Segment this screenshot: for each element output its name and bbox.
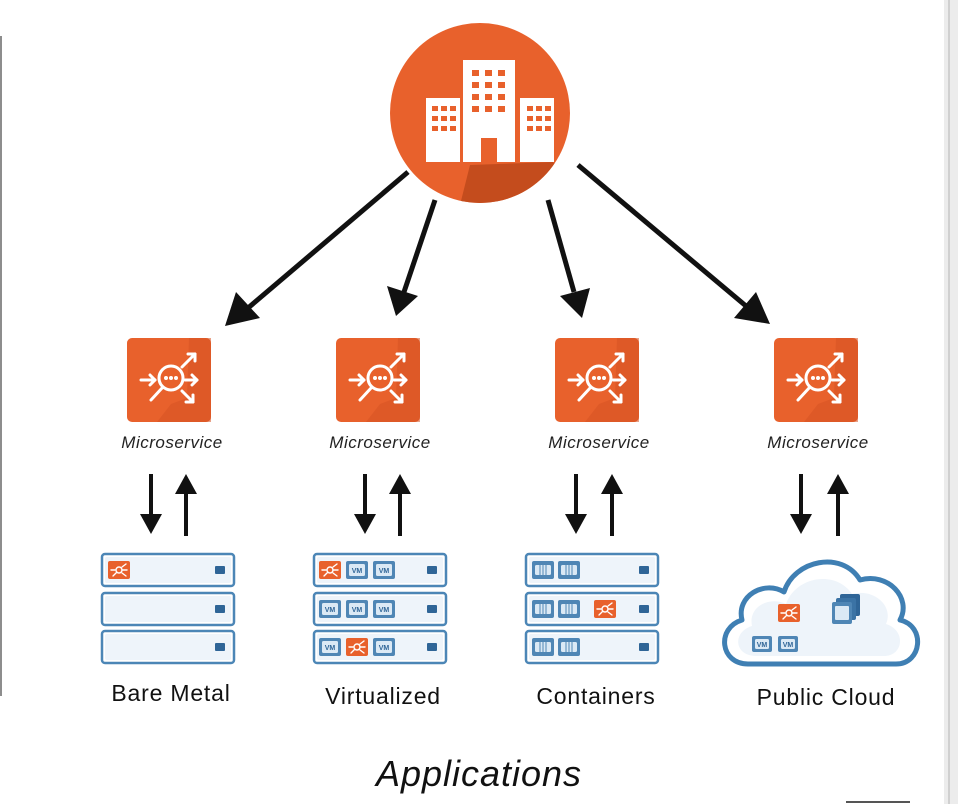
microservice-mini-icon xyxy=(593,599,617,619)
enterprise-buildings-icon xyxy=(390,23,570,203)
microservice-search-icon xyxy=(553,336,641,424)
vm-icon xyxy=(346,600,368,618)
arrow-down-icon xyxy=(354,474,376,534)
container-icon xyxy=(557,599,581,619)
bidirectional-arrows xyxy=(140,474,849,536)
frame-border-bottom xyxy=(846,801,910,803)
svg-text:VM: VM xyxy=(352,607,363,614)
arrow-up-icon xyxy=(389,474,411,536)
container-icon xyxy=(531,637,555,657)
svg-text:VM: VM xyxy=(379,645,390,652)
vm-icon xyxy=(373,638,395,656)
microservice-label: Microservice xyxy=(767,433,869,452)
vm-icon xyxy=(778,636,798,652)
connector-arrows xyxy=(225,163,770,326)
container-stack-icon xyxy=(832,594,860,624)
server-rack-icon xyxy=(100,591,236,627)
svg-text:VM: VM xyxy=(325,645,336,652)
microservice-label: Microservice xyxy=(121,433,223,452)
footer-title: Applications xyxy=(375,753,583,794)
svg-text:VM: VM xyxy=(325,607,336,614)
microservice-search-icon xyxy=(125,336,213,424)
frame-border-right-line xyxy=(948,0,950,804)
microservice-label: Microservice xyxy=(548,433,650,452)
arrow-up-icon xyxy=(601,474,623,536)
cloud-icon xyxy=(722,559,920,667)
svg-text:VM: VM xyxy=(757,642,768,649)
microservice-mini-icon xyxy=(777,603,801,623)
arrow-up-icon xyxy=(827,474,849,536)
vm-icon xyxy=(346,561,368,579)
server-rack-icon xyxy=(100,629,236,665)
svg-text:VM: VM xyxy=(379,607,390,614)
microservice-search-icon xyxy=(772,336,860,424)
containers-server-stack xyxy=(524,552,660,665)
platform-label-virtualized: Virtualized xyxy=(325,683,441,709)
arrow-down-icon xyxy=(140,474,162,534)
microservice-mini-icon xyxy=(107,560,131,580)
container-icon xyxy=(531,599,555,619)
microservice-search-icon xyxy=(334,336,422,424)
svg-text:VM: VM xyxy=(379,568,390,575)
vm-icon xyxy=(752,636,772,652)
container-icon xyxy=(557,560,581,580)
arrow-up-icon xyxy=(175,474,197,536)
frame-border-left xyxy=(0,36,2,696)
platform-label-bare-metal: Bare Metal xyxy=(111,680,231,706)
frame-border-right xyxy=(944,0,958,804)
svg-text:VM: VM xyxy=(352,568,363,575)
vm-icon xyxy=(373,561,395,579)
bare-metal-server-stack xyxy=(100,552,236,665)
svg-text:VM: VM xyxy=(783,642,794,649)
container-icon xyxy=(531,560,555,580)
platform-label-public-cloud: Public Cloud xyxy=(756,684,896,710)
vm-icon xyxy=(319,638,341,656)
vm-icon xyxy=(373,600,395,618)
microservice-mini-icon xyxy=(318,560,342,580)
microservice-label: Microservice xyxy=(329,433,431,452)
arrow-down-icon xyxy=(565,474,587,534)
virtualized-server-stack xyxy=(312,552,448,665)
microservice-mini-icon xyxy=(345,637,369,657)
arrow-down-icon xyxy=(790,474,812,534)
platform-label-containers: Containers xyxy=(536,683,656,709)
container-icon xyxy=(557,637,581,657)
vm-icon xyxy=(319,600,341,618)
